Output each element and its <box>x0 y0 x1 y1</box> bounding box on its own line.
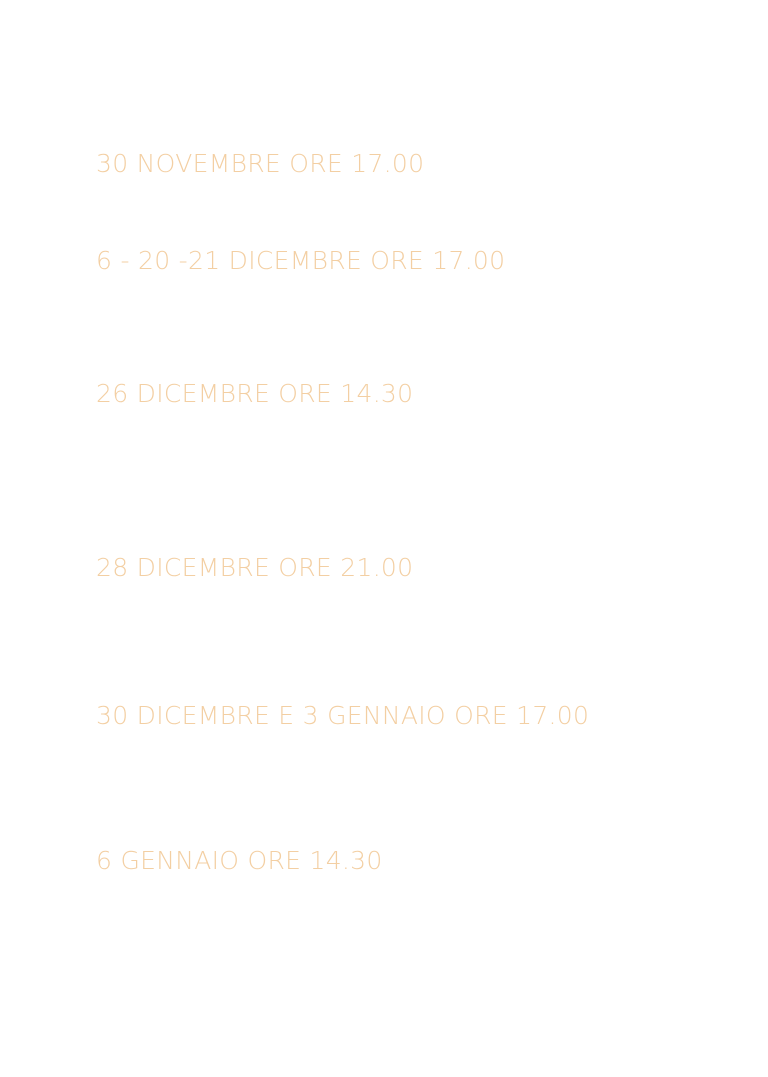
event-date-heading: 26 DICEMBRE ORE 14.30 <box>96 379 414 408</box>
event-date-heading: 6 GENNAIO ORE 14.30 <box>96 846 383 875</box>
event-date-heading: 6 - 20 -21 DICEMBRE ORE 17.00 <box>96 246 506 275</box>
event-date-heading: 30 NOVEMBRE ORE 17.00 <box>96 149 425 178</box>
event-date-heading: 30 DICEMBRE E 3 GENNAIO ORE 17.00 <box>96 701 590 730</box>
event-date-heading: 28 DICEMBRE ORE 21.00 <box>96 553 414 582</box>
